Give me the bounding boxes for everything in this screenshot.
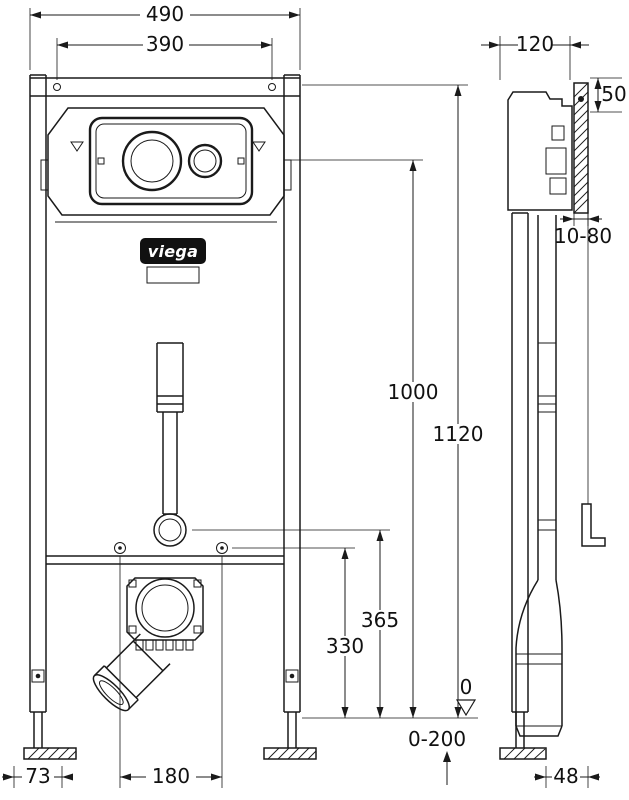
foot-left (23, 712, 77, 760)
foot-clamp-left (31, 669, 45, 683)
dim-plate-adjust-label: 10-80 (554, 224, 612, 248)
dim-side-offset-label: 48 (553, 764, 578, 788)
top-fixing-hole-left (53, 83, 61, 91)
floor-zero-label: 0 (460, 675, 473, 699)
viega-logo: viega (140, 238, 206, 284)
wall-anchor-point (578, 96, 584, 102)
outlet-elbow-front (92, 633, 171, 712)
cistern-front (47, 107, 285, 223)
label-plate (146, 266, 200, 284)
dim-floor-range-label: 0-200 (408, 727, 466, 751)
dim-frame-height-label: 1120 (433, 422, 484, 446)
dim-frame-depth-label: 120 (516, 32, 554, 56)
outlet-pipe-side (515, 215, 563, 737)
dim-overall-width-label: 490 (146, 2, 184, 26)
dim-outlet-offset-label: 73 (25, 764, 50, 788)
lower-crossbar (46, 555, 284, 565)
dim-fixing-spacing-label: 180 (152, 764, 190, 788)
flush-bend-connection (153, 513, 187, 547)
foot-side (499, 712, 547, 760)
top-fixing-hole-right (268, 83, 276, 91)
wall-plate (573, 82, 589, 214)
flange-teeth (135, 639, 194, 651)
dim-top-offset-label: 50 (601, 82, 626, 106)
flush-button-small (187, 143, 223, 179)
dimension-annotations (2, 8, 622, 788)
viega-logo-text: viega (148, 242, 199, 261)
foot-right (263, 712, 317, 760)
cistern-side (507, 91, 573, 211)
side-view (499, 82, 606, 760)
water-level-mark-left (70, 141, 84, 152)
wall-bracket (581, 503, 606, 547)
flush-plate (88, 116, 254, 206)
flush-button-large (121, 130, 183, 192)
front-view: viega (23, 74, 317, 760)
flush-pipe-front (153, 342, 187, 547)
drain-flange (126, 577, 204, 651)
water-level-mark-right (252, 141, 266, 152)
viega-logo-box (140, 238, 206, 264)
frame-rails (29, 74, 301, 713)
dim-top-hole-spacing-label: 390 (146, 32, 184, 56)
dim-fixing-height-label: 330 (326, 634, 364, 658)
dimension-labels: 490 390 120 50 10-80 1120 1000 365 330 0… (25, 2, 626, 788)
wc-fixing-holes (114, 542, 228, 554)
foot-clamp-right (285, 669, 299, 683)
floor-level-symbol (455, 699, 477, 717)
frame-rail-side (511, 212, 529, 713)
dim-flush-height-label: 1000 (388, 380, 439, 404)
dim-connection-height-label: 365 (361, 608, 399, 632)
